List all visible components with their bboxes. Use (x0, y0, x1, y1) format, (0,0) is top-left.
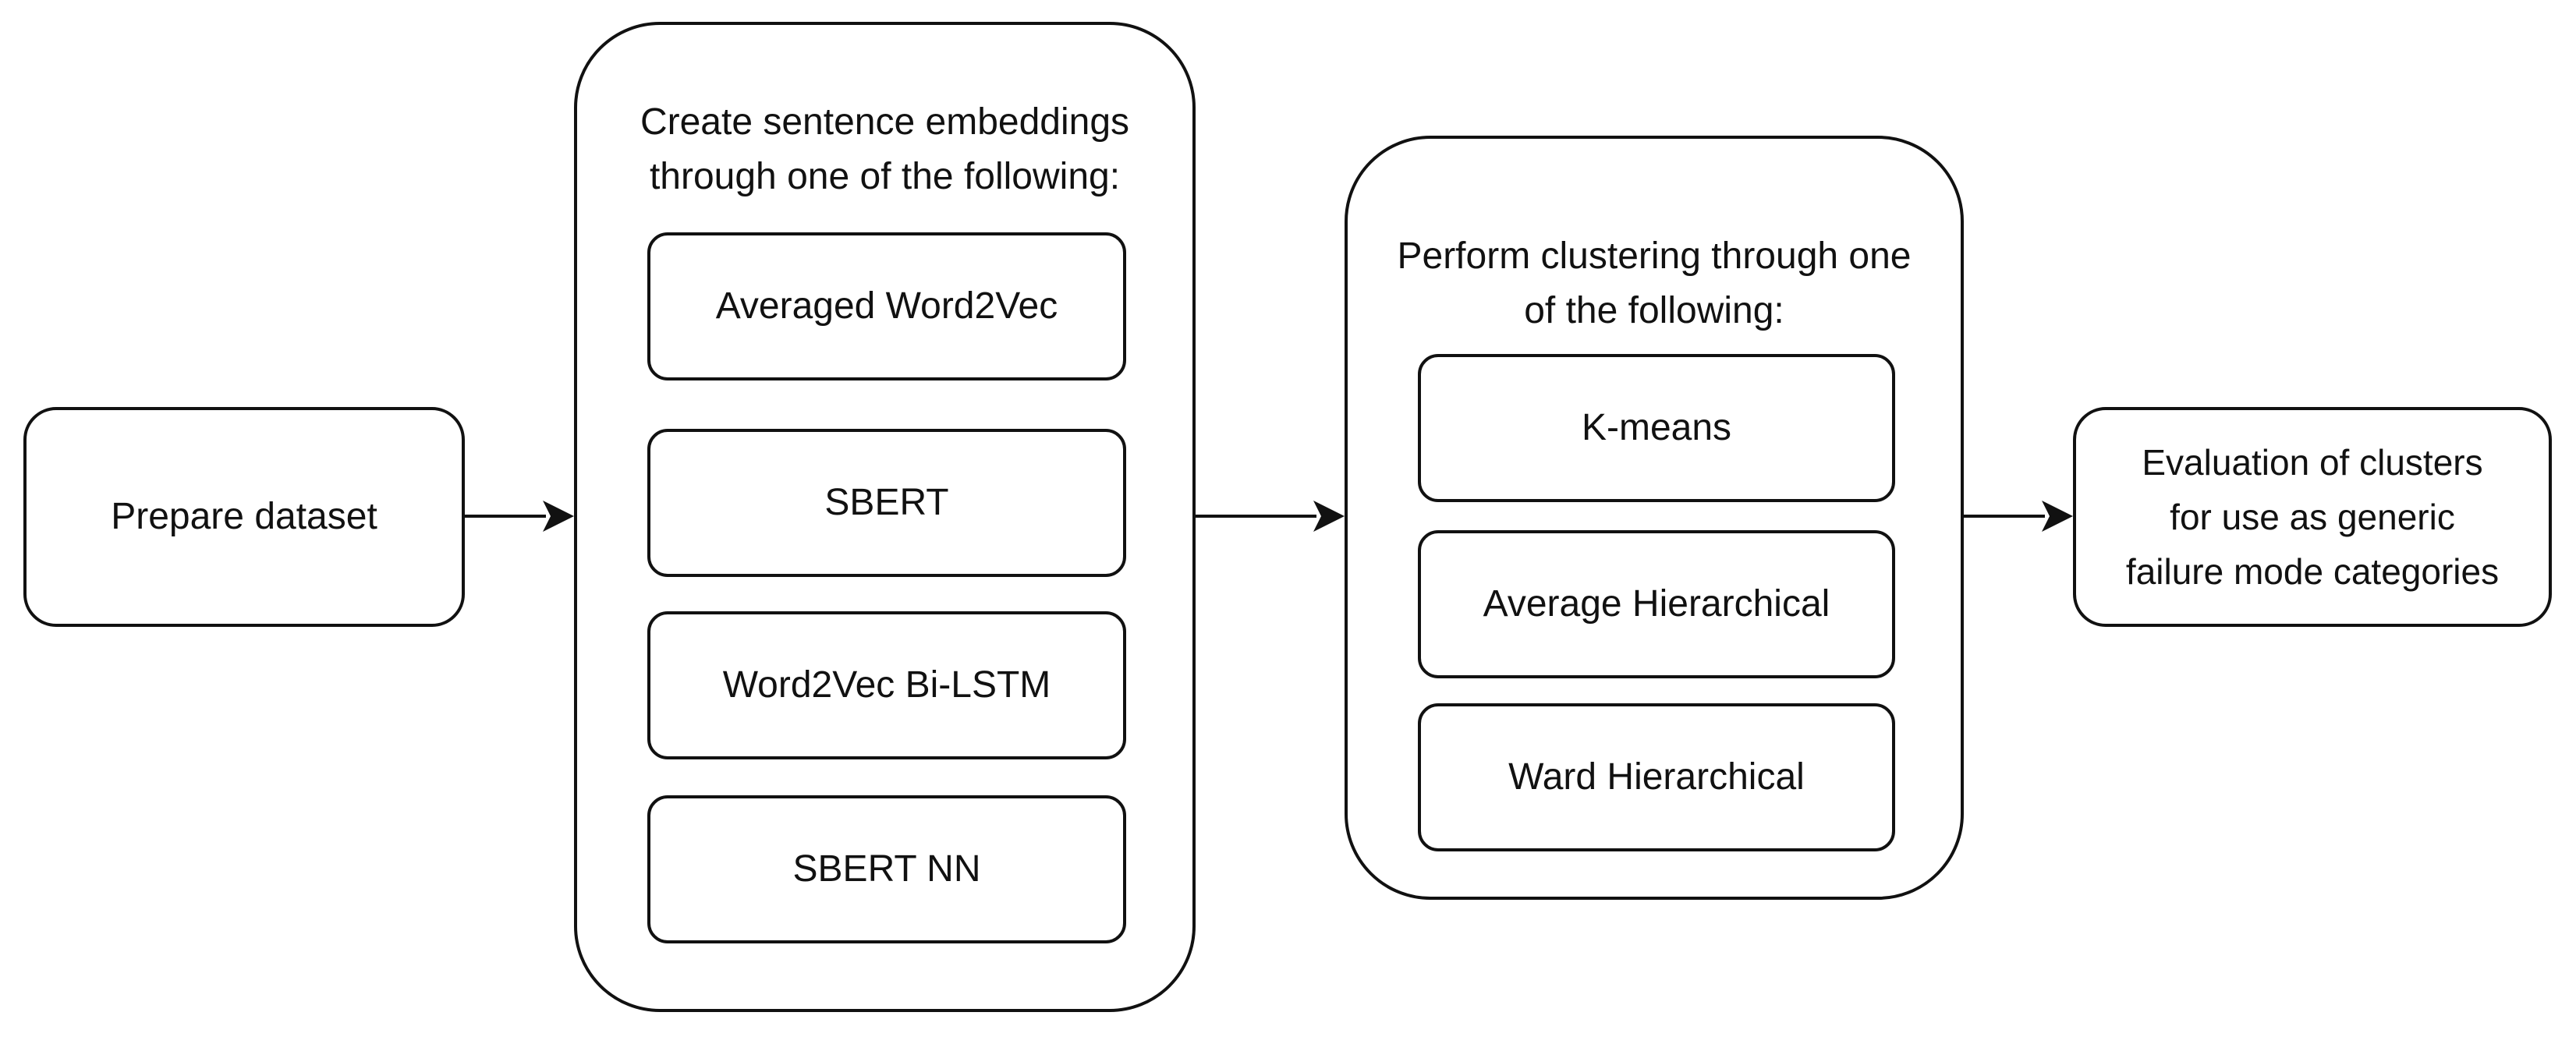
arrow-embeddings-to-clustering (1196, 501, 1345, 532)
clustering-option-label: K-means (1581, 407, 1732, 448)
embeddings-title-line-2: through one of the following: (649, 156, 1121, 197)
embeddings-title-line-1: Create sentence embeddings (640, 101, 1130, 143)
embedding-option-sbert-nn: SBERT NN (647, 795, 1126, 943)
clustering-option-ward-hierarchical: Ward Hierarchical (1418, 703, 1895, 851)
arrow-clustering-to-evaluation (1964, 501, 2073, 532)
evaluation-line-1: Evaluation of clusters (2142, 442, 2483, 483)
clustering-group-title: Perform clustering through one of the fo… (1348, 229, 1961, 338)
embeddings-group: Create sentence embeddings through one o… (574, 22, 1196, 1012)
arrow-prepare-to-embeddings (465, 501, 574, 532)
clustering-option-k-means: K-means (1418, 354, 1895, 502)
clustering-title-line-1: Perform clustering through one (1397, 235, 1912, 277)
clustering-title-line-2: of the following: (1524, 290, 1784, 331)
embedding-option-label: SBERT (824, 482, 949, 523)
embeddings-group-title: Create sentence embeddings through one o… (577, 95, 1192, 204)
clustering-group: Perform clustering through one of the fo… (1345, 136, 1964, 900)
clustering-option-label: Average Hierarchical (1483, 583, 1830, 625)
embedding-option-averaged-word2vec: Averaged Word2Vec (647, 232, 1126, 380)
prepare-dataset-label: Prepare dataset (111, 496, 377, 537)
embedding-option-label: Word2Vec Bi-LSTM (722, 664, 1051, 706)
embedding-option-label: SBERT NN (792, 848, 981, 890)
embedding-option-label: Averaged Word2Vec (715, 285, 1058, 327)
evaluation-line-3: failure mode categories (2125, 551, 2500, 592)
clustering-option-average-hierarchical: Average Hierarchical (1418, 530, 1895, 678)
evaluation-box: Evaluation of clusters for use as generi… (2073, 407, 2552, 627)
clustering-option-label: Ward Hierarchical (1508, 756, 1805, 798)
prepare-dataset-box: Prepare dataset (23, 407, 465, 627)
evaluation-text: Evaluation of clusters for use as generi… (2126, 435, 2499, 599)
evaluation-line-2: for use as generic (2170, 497, 2455, 537)
embedding-option-word2vec-bi-lstm: Word2Vec Bi-LSTM (647, 611, 1126, 759)
embedding-option-sbert: SBERT (647, 429, 1126, 577)
